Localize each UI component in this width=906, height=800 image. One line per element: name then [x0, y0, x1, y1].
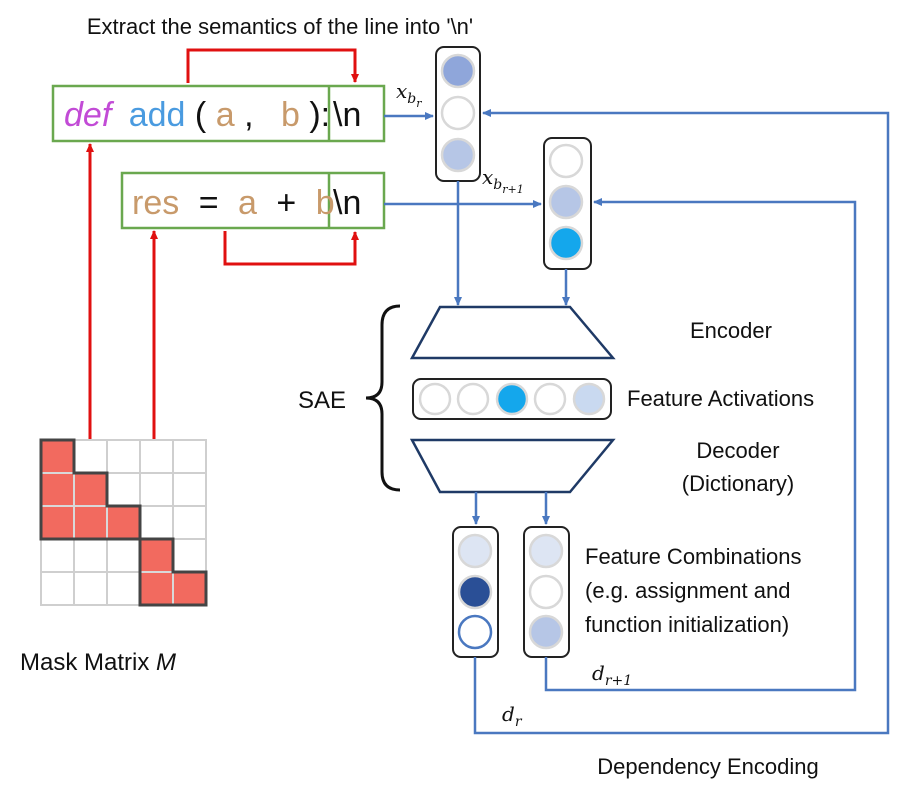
var-b: b	[316, 184, 335, 222]
vector-to-encoder-arrows	[454, 181, 570, 306]
arg-b: b	[281, 96, 300, 134]
func-name-add: add	[129, 96, 186, 134]
decoder-label: Decoder	[696, 438, 779, 463]
d-r1-circle-1	[528, 533, 564, 569]
newline-to-vector-arrows	[384, 112, 542, 208]
mask-cell-filled	[106, 505, 141, 540]
mask-cell-empty	[40, 538, 75, 573]
mask-cell-filled	[172, 571, 207, 606]
activation-circle-4	[533, 382, 567, 416]
equals-sign: =	[199, 184, 219, 222]
sae-brace	[365, 304, 401, 492]
mask-cell-filled	[73, 472, 108, 507]
decoder-shape	[409, 438, 616, 494]
svg-text:res = a +: res = a + b	[132, 184, 335, 222]
close-paren-colon: ):	[309, 96, 330, 134]
activation-circle-1	[418, 382, 452, 416]
code-line-1: def add ( a , b ): \n	[51, 84, 386, 143]
mask-cell-empty	[106, 439, 141, 474]
svg-text:def add ( a: def add ( a , b ):	[64, 96, 330, 134]
x-br1-circle-2	[548, 184, 584, 220]
comma: ,	[244, 96, 253, 134]
mask-cell-filled	[40, 439, 75, 474]
red-arrow-line1-extract	[186, 48, 359, 83]
activation-circle-3	[495, 382, 529, 416]
sae-label: SAE	[298, 387, 346, 414]
keyword-def: def	[64, 96, 115, 134]
mask-cell-empty	[73, 538, 108, 573]
var-a: a	[238, 184, 257, 222]
mask-cell-empty	[73, 439, 108, 474]
mask-cell-empty	[73, 571, 108, 606]
x-br1-label: xbr+1	[482, 165, 524, 196]
mask-cell-filled	[73, 505, 108, 540]
activation-circle-5	[572, 382, 606, 416]
x-br-circle-2	[440, 95, 476, 131]
mask-cell-empty	[139, 505, 174, 540]
mask-cell-empty	[172, 472, 207, 507]
mask-cell-empty	[139, 472, 174, 507]
code-line-2: res = a + b \n	[120, 171, 386, 230]
code-line-2-box	[120, 171, 386, 230]
var-res: res	[132, 184, 179, 222]
dependency-feedback-d-r	[473, 109, 890, 735]
open-paren: (	[195, 96, 207, 134]
d-r1-label: dr+1	[592, 661, 632, 689]
x-br1-circle-3	[548, 225, 584, 261]
mask-matrix	[39, 438, 208, 607]
arg-a: a	[216, 96, 235, 134]
dependency-encoding-label: Dependency Encoding	[597, 754, 818, 779]
mask-cell-filled	[139, 571, 174, 606]
dependency-feedback-d-r1	[544, 198, 857, 692]
d-r-circle-3	[457, 614, 493, 650]
d-r1-circle-2	[528, 574, 564, 610]
mask-cell-filled	[40, 505, 75, 540]
mask-cell-filled	[139, 538, 174, 573]
vector-x-br	[435, 46, 481, 182]
feature-activations	[412, 378, 612, 420]
mask-cell-empty	[172, 538, 207, 573]
decoder-to-output-arrows	[472, 492, 550, 525]
mask-cell-filled	[40, 472, 75, 507]
mask-cell-empty	[139, 439, 174, 474]
mask-cell-empty	[172, 439, 207, 474]
d-r-circle-1	[457, 533, 493, 569]
vector-d-r1	[523, 526, 570, 658]
d-r1-circle-3	[528, 614, 564, 650]
newline-token-1: \n	[333, 96, 361, 134]
encoder-shape	[409, 305, 616, 360]
feature-combinations-example-2: function initialization)	[585, 612, 789, 637]
feature-combinations-label: Feature Combinations	[585, 544, 801, 569]
feature-activations-label: Feature Activations	[627, 386, 814, 411]
header-text: Extract the semantics of the line into '…	[87, 14, 473, 39]
x-br1-circle-1	[548, 143, 584, 179]
decoder-sublabel: (Dictionary)	[682, 471, 794, 496]
mask-outline	[39, 438, 208, 607]
newline-token-2: \n	[333, 184, 361, 222]
mask-cell-empty	[40, 571, 75, 606]
activation-circle-2	[456, 382, 490, 416]
x-br-circle-1	[440, 53, 476, 89]
mask-cell-empty	[106, 538, 141, 573]
feature-combinations-example-1: (e.g. assignment and	[585, 578, 790, 603]
x-br-circle-3	[440, 137, 476, 173]
d-r-circle-2	[457, 574, 493, 610]
vector-x-br1	[543, 137, 592, 270]
mask-cell-empty	[106, 571, 141, 606]
d-r-label: dr	[502, 702, 523, 730]
mask-cell-empty	[172, 505, 207, 540]
x-br-label: xbr	[396, 79, 422, 110]
encoder-label: Encoder	[690, 318, 772, 343]
mask-cell-empty	[106, 472, 141, 507]
red-arrow-line2-extract	[223, 231, 359, 266]
vector-d-r	[452, 526, 499, 658]
plus-sign: +	[276, 184, 296, 222]
mask-matrix-label: Mask Matrix M	[20, 649, 176, 676]
